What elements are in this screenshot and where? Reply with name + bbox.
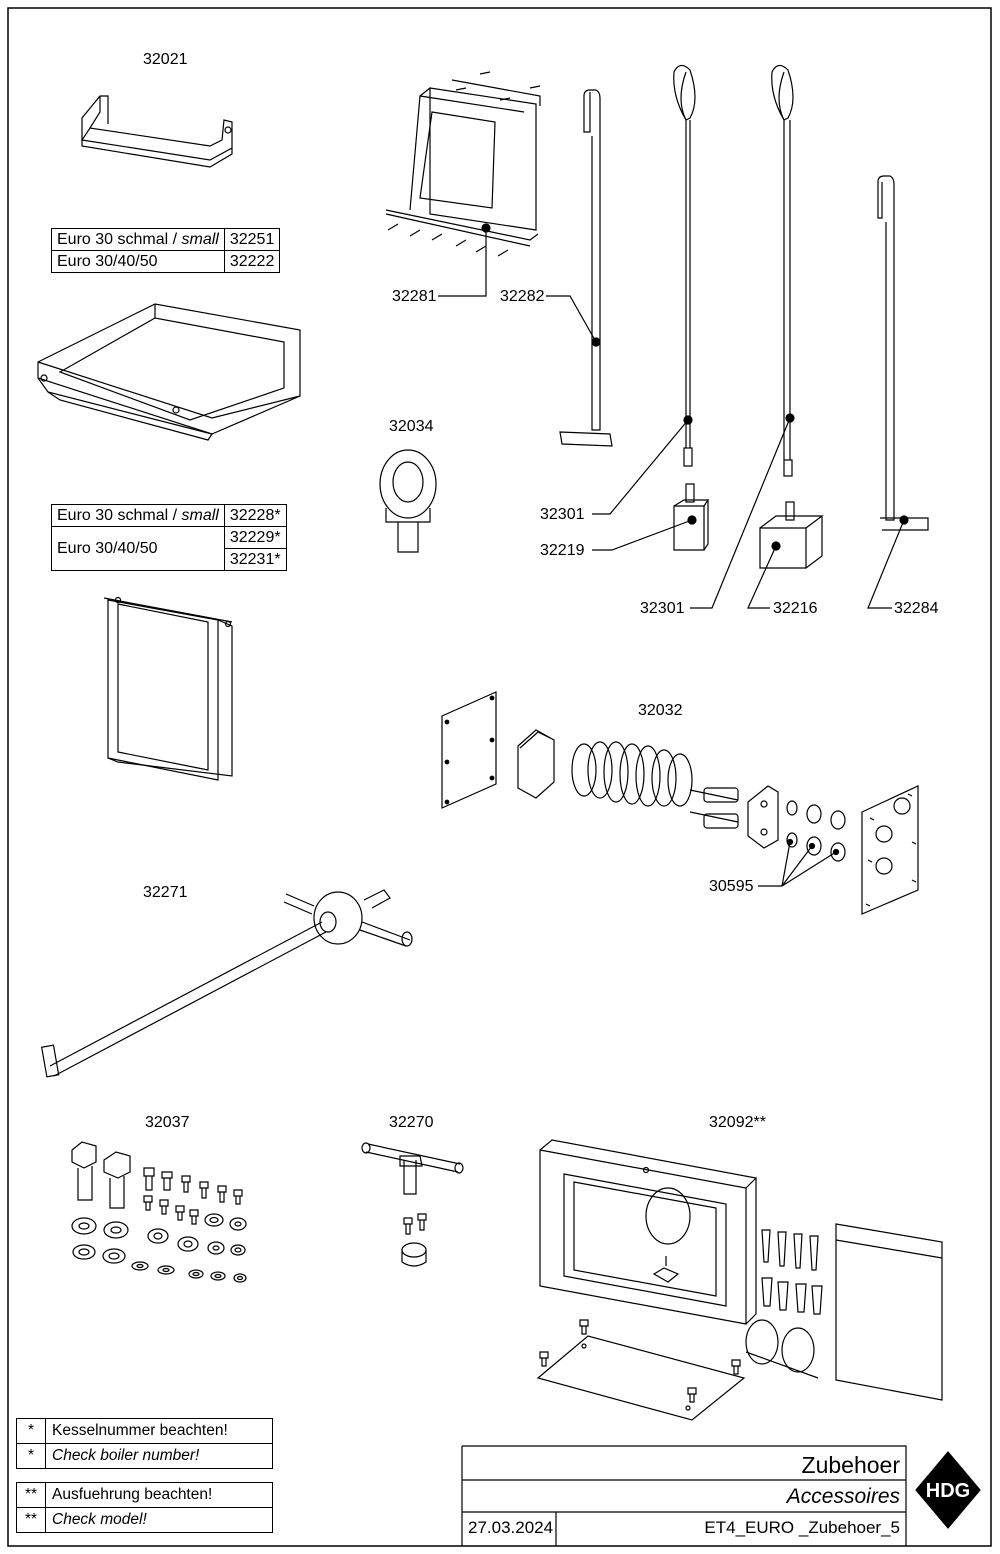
label-32270: 32270 <box>389 1114 434 1131</box>
note-row: ** Check model! <box>16 1507 273 1533</box>
part-32271-drawing <box>40 889 413 1078</box>
note-text: Ausfuehrung beachten! <box>45 1482 273 1508</box>
note-mark: ** <box>16 1507 46 1533</box>
variant-code: 32251 <box>223 228 281 251</box>
table-row: Euro 30 schmal / small 32228* <box>51 504 287 527</box>
note-mark: * <box>16 1418 46 1444</box>
part-32034-drawing <box>379 449 437 553</box>
variant-code: 32231* <box>223 548 287 571</box>
part-32284-drawing <box>867 175 929 609</box>
part-32216-drawing <box>747 501 824 609</box>
table-row: Euro 30/40/50 32222 <box>51 250 281 273</box>
label-32034: 32034 <box>389 418 434 435</box>
label-32216: 32216 <box>773 600 818 617</box>
label-32281: 32281 <box>392 288 437 305</box>
part-32032-drawing <box>441 691 919 915</box>
note-row: * Kesselnummer beachten! <box>16 1418 273 1444</box>
variant-desc: Euro 30 schmal / small <box>51 228 225 251</box>
part-32037-drawing <box>71 1141 247 1283</box>
part-32219-drawing <box>592 483 710 551</box>
note-row: ** Ausfuehrung beachten! <box>16 1482 273 1508</box>
variant-desc: Euro 30 schmal / small <box>51 504 225 527</box>
drawing-date: 27.03.2024 <box>468 1518 554 1537</box>
label-32032: 32032 <box>638 702 683 719</box>
part-32282-drawing <box>546 89 613 447</box>
label-32092: 32092** <box>709 1114 766 1131</box>
label-32219: 32219 <box>540 542 585 559</box>
part-frame-drawing <box>103 596 233 781</box>
table-row: Euro 30 schmal / small 32251 <box>51 228 281 251</box>
part-32021-drawing <box>80 95 233 168</box>
notes-table-boiler: * Kesselnummer beachten! * Check boiler … <box>16 1418 273 1469</box>
note-mark: * <box>16 1443 46 1469</box>
label-32301-b: 32301 <box>640 600 685 617</box>
notes-table-model: ** Ausfuehrung beachten! ** Check model! <box>16 1482 273 1533</box>
variant-code: 32229* <box>223 526 287 549</box>
variant-code: 32228* <box>223 504 287 527</box>
table-row: Euro 30/40/50 32229* <box>51 526 287 571</box>
title-block-frame <box>461 1445 907 1546</box>
drawing-id: ET4_EURO _Zubehoer_5 <box>704 1518 900 1537</box>
label-32021: 32021 <box>143 51 188 68</box>
title-english: Accessoires <box>786 1485 900 1508</box>
sheet-border <box>7 7 992 1547</box>
variant-table-frame: Euro 30 schmal / small 32228* Euro 30/40… <box>51 504 287 571</box>
variant-desc: Euro 30/40/50 <box>51 250 225 273</box>
part-32222-drawing <box>37 303 301 441</box>
part-32270-drawing <box>361 1142 464 1267</box>
note-row: * Check boiler number! <box>16 1443 273 1469</box>
label-32271: 32271 <box>143 884 188 901</box>
table-row: 32231* <box>52 548 287 571</box>
hdg-logo-icon: HDG <box>915 1451 981 1529</box>
label-32282: 32282 <box>500 288 545 305</box>
title-german: Zubehoer <box>801 1452 900 1478</box>
logo-text: HDG <box>926 1480 970 1502</box>
variant-table-tray: Euro 30 schmal / small 32251 Euro 30/40/… <box>51 228 281 273</box>
label-30595: 30595 <box>709 878 754 895</box>
part-32281-drawing <box>385 71 541 297</box>
part-32301b-drawing <box>690 64 795 609</box>
label-32284: 32284 <box>894 600 939 617</box>
label-32037: 32037 <box>145 1114 190 1131</box>
note-text: Check boiler number! <box>45 1443 273 1469</box>
part-32301a-drawing <box>592 64 696 515</box>
note-mark: ** <box>16 1482 46 1508</box>
note-text: Check model! <box>45 1507 273 1533</box>
note-text: Kesselnummer beachten! <box>45 1418 273 1444</box>
label-32301-a: 32301 <box>540 506 585 523</box>
variant-desc: Euro 30/40/50 <box>51 526 225 571</box>
part-32092-drawing <box>536 1139 943 1421</box>
variant-code: 32222 <box>223 250 281 273</box>
